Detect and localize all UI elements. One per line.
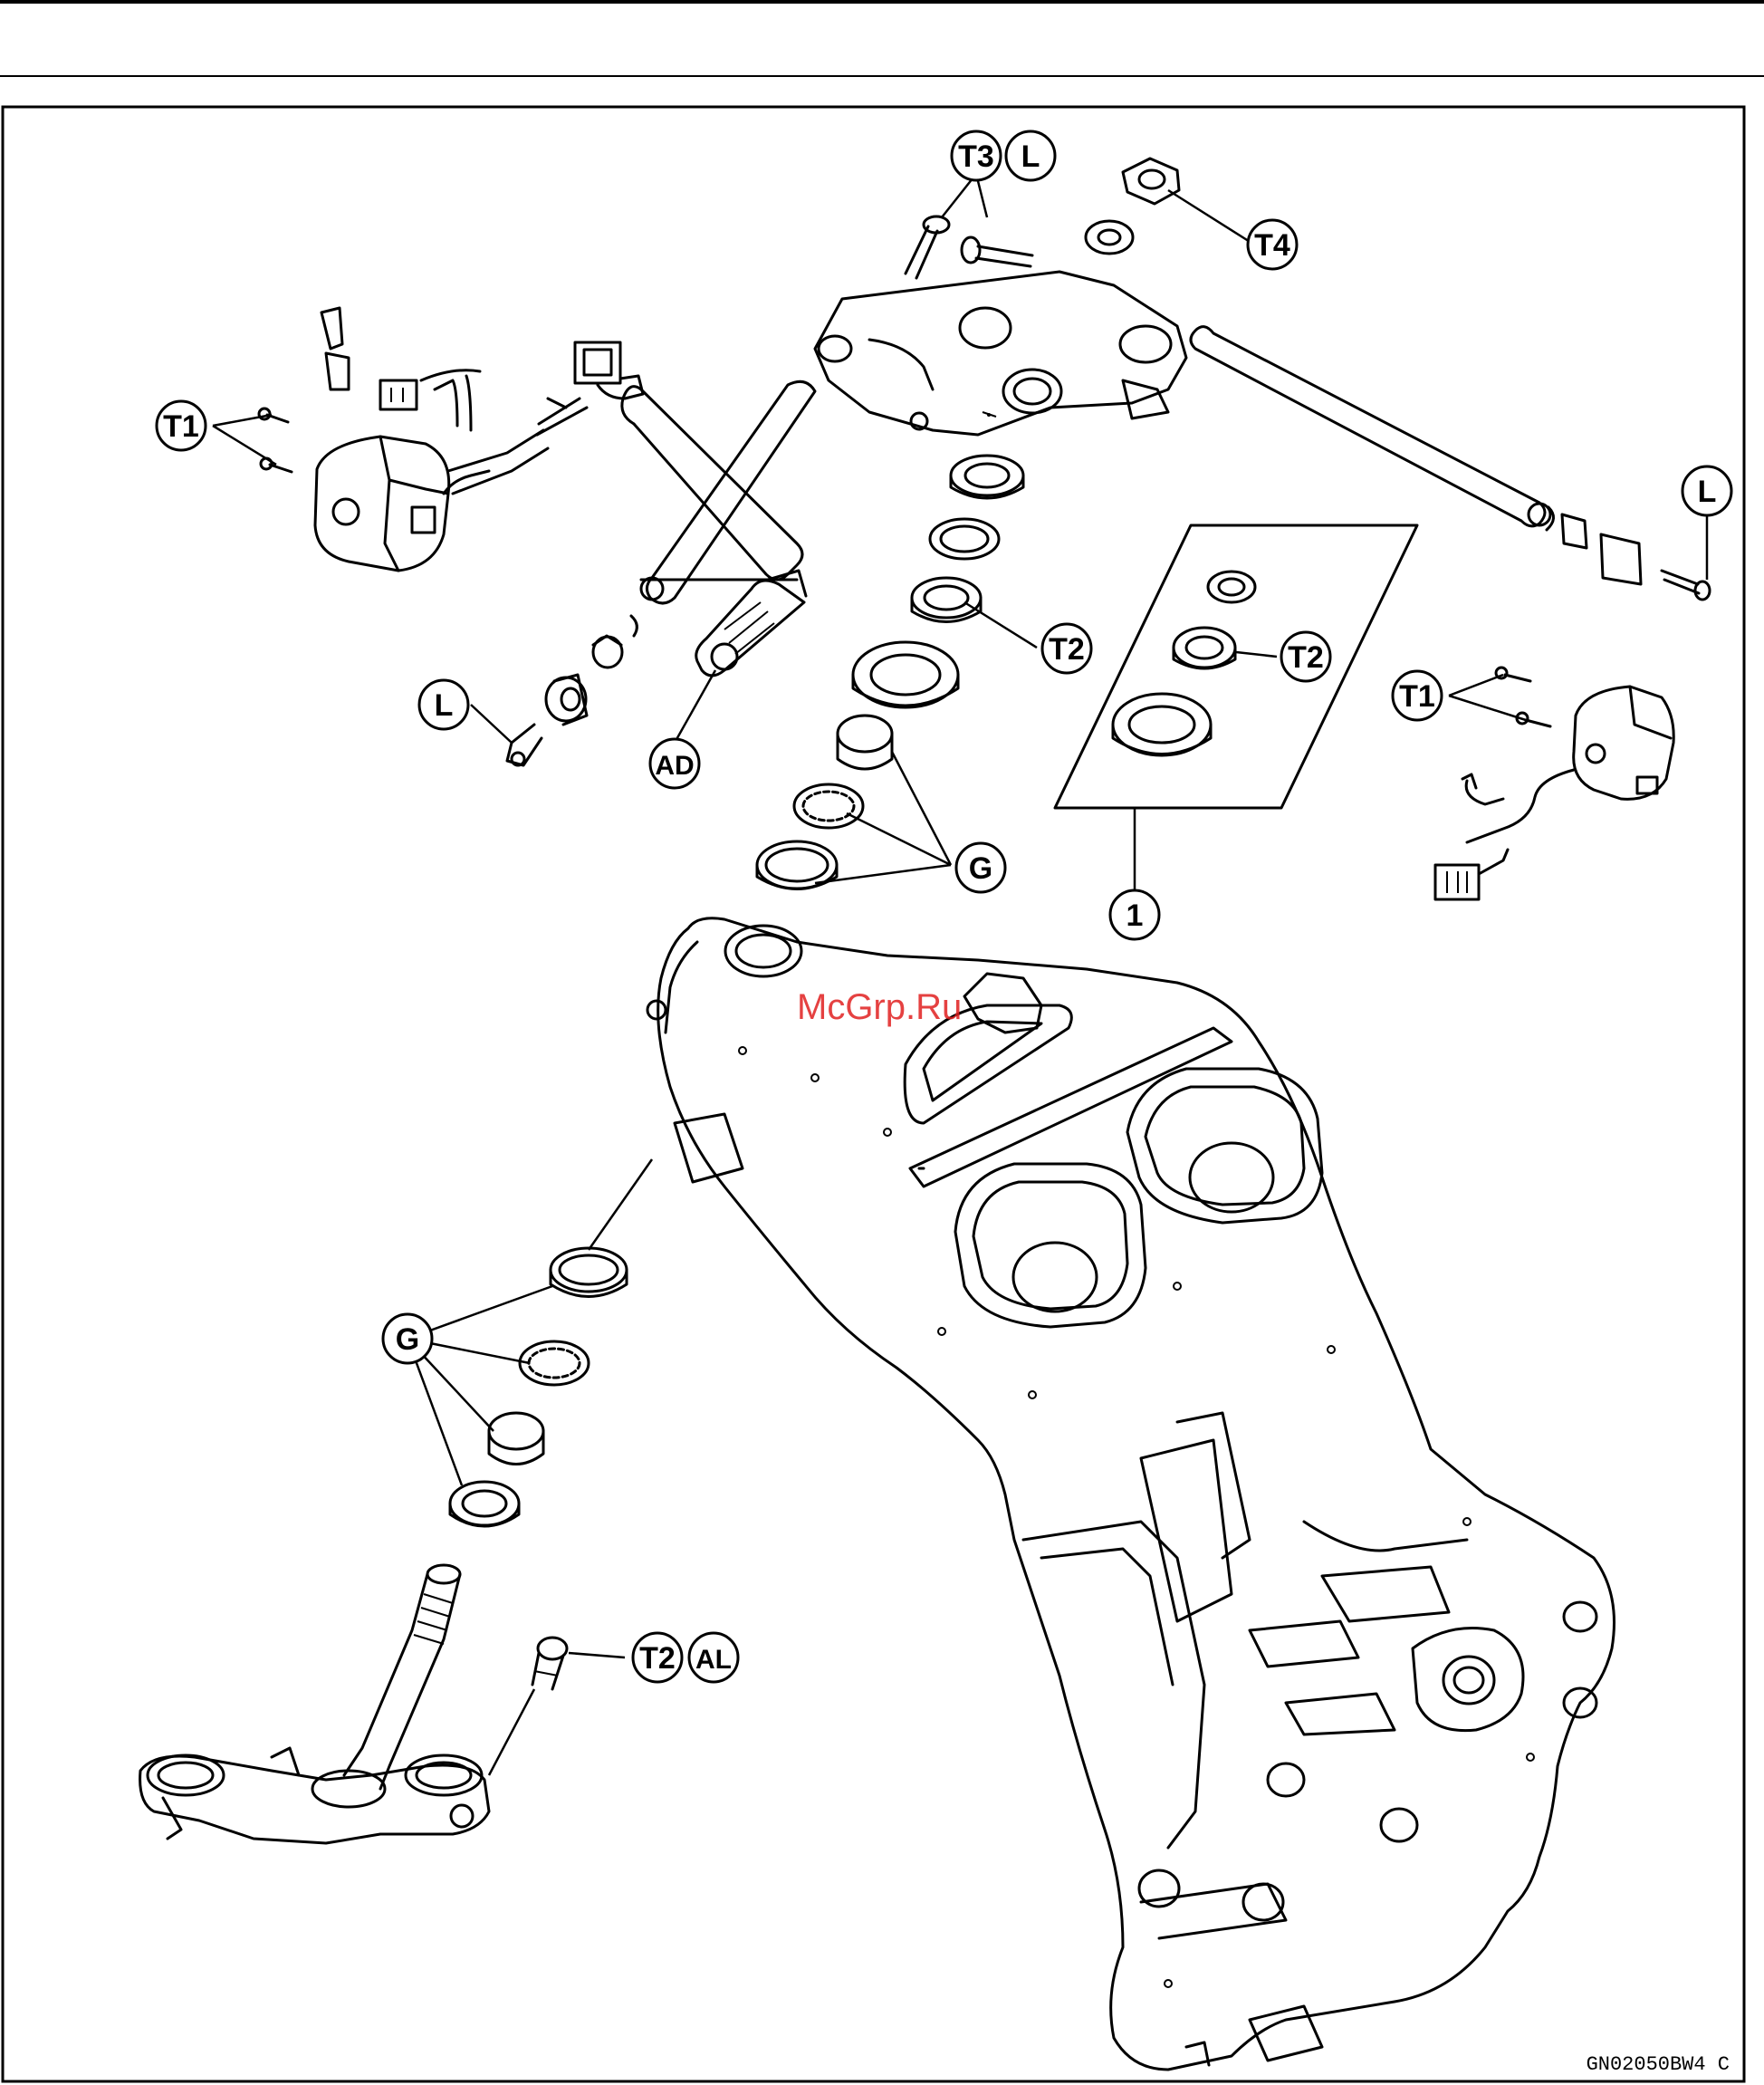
left-handlebar-switch — [259, 308, 643, 571]
callout-t2-kit: T2 — [1281, 632, 1330, 681]
stem-cap — [853, 642, 958, 707]
callout-g-lower: G — [383, 1314, 432, 1363]
stem-nut — [912, 578, 981, 622]
callout-kit-1: 1 — [1110, 890, 1159, 939]
callout-t2-upper: T2 — [1042, 624, 1091, 673]
callout-ad-label: AD — [655, 751, 694, 781]
figure-code: GN02050BW4 C — [1587, 2053, 1730, 2076]
kit-1-box — [1055, 525, 1417, 808]
leader-lines — [213, 174, 1707, 1775]
upper-triple-clamp — [815, 272, 1186, 435]
callout-t3: T3 — [952, 131, 1001, 180]
callout-t2-kit-label: T2 — [1288, 640, 1324, 675]
t1-right-screw-upper — [1496, 668, 1530, 681]
callout-t3-label: T3 — [958, 139, 994, 174]
grip — [696, 571, 806, 676]
callout-l-top: L — [1006, 131, 1055, 180]
callout-g-upper-label: G — [969, 851, 992, 886]
callout-t1-left: T1 — [157, 401, 206, 450]
callout-t4-label: T4 — [1254, 228, 1290, 263]
left-pipe — [647, 381, 815, 603]
upper-bearing — [794, 784, 863, 828]
lower-triple-clamp — [140, 1748, 489, 1843]
upper-bearing-inner-race — [838, 716, 892, 769]
lower-bearing — [520, 1341, 589, 1385]
callout-l-top-label: L — [1021, 139, 1040, 174]
callout-l-left: L — [419, 680, 468, 729]
lower-outer-race — [551, 1248, 627, 1297]
callout-t2-upper-label: T2 — [1049, 632, 1085, 667]
callout-g-upper: G — [956, 843, 1005, 892]
callout-t2-lower-label: T2 — [639, 1641, 676, 1676]
callout-l-left-label: L — [435, 688, 454, 723]
callout-t1-right-label: T1 — [1399, 679, 1435, 714]
watermark: McGrp.Ru — [797, 987, 962, 1027]
callout-kit-1-label: 1 — [1126, 898, 1144, 933]
grease-seal — [450, 1482, 519, 1526]
lower-inner-race — [489, 1413, 543, 1465]
t3-bolts — [906, 216, 1032, 278]
callout-ad: AD — [650, 739, 699, 788]
callout-t2-lower: T2 — [633, 1633, 682, 1682]
callout-t1-right: T1 — [1393, 671, 1442, 720]
frame-holes — [739, 1047, 1534, 1987]
stem-locknut — [951, 456, 1023, 498]
callout-t1-left-label: T1 — [163, 409, 199, 444]
t1-left-screw-lower — [261, 458, 292, 472]
callout-al-label: AL — [695, 1645, 732, 1675]
callout-l-right: L — [1683, 466, 1731, 515]
left-bar-end-parts — [507, 616, 637, 765]
callout-al: AL — [689, 1633, 738, 1682]
claw-washer — [930, 519, 999, 559]
main-frame — [647, 918, 1615, 2070]
washer-and-nut — [1086, 159, 1179, 254]
right-handlebar-pipe — [1191, 327, 1710, 600]
callout-l-right-label: L — [1698, 475, 1717, 509]
callout-g-lower-label: G — [396, 1322, 419, 1357]
callout-t4: T4 — [1248, 220, 1297, 269]
t2-clamp-bolt — [532, 1638, 567, 1689]
